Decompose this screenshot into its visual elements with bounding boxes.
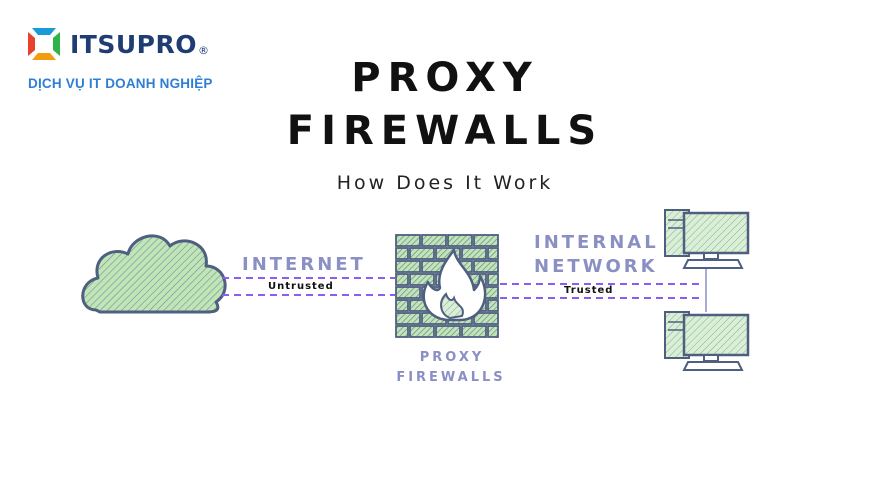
firewall-label-line-2: FIREWALLS — [396, 370, 506, 385]
brand-name: ITSUPRO — [70, 29, 197, 59]
itsupro-logo-icon — [28, 28, 60, 60]
flame-icon — [422, 248, 487, 322]
internal-network-label-line-1: INTERNAL — [534, 232, 659, 253]
title-line-2: FIREWALLS — [286, 108, 604, 154]
untrusted-label: Untrusted — [268, 281, 334, 292]
computer-icon — [664, 311, 750, 371]
cloud-icon — [81, 234, 227, 314]
brand-logo[interactable]: ITSUPRO ® — [26, 26, 209, 62]
brand-tagline: DỊCH VỤ IT DOANH NGHIỆP — [28, 76, 213, 91]
firewall-label-line-1: PROXY — [419, 350, 485, 365]
computer-icon — [664, 209, 750, 269]
trusted-connection-lines — [500, 283, 700, 299]
trusted-label: Trusted — [564, 285, 614, 296]
internet-label: INTERNET — [242, 254, 366, 275]
subtitle: How Does It Work — [336, 172, 554, 194]
title-line-1: PROXY — [351, 55, 539, 101]
registered-mark: ® — [198, 43, 209, 57]
internal-network-label-line-2: NETWORK — [534, 256, 658, 277]
untrusted-connection-lines — [222, 277, 395, 296]
